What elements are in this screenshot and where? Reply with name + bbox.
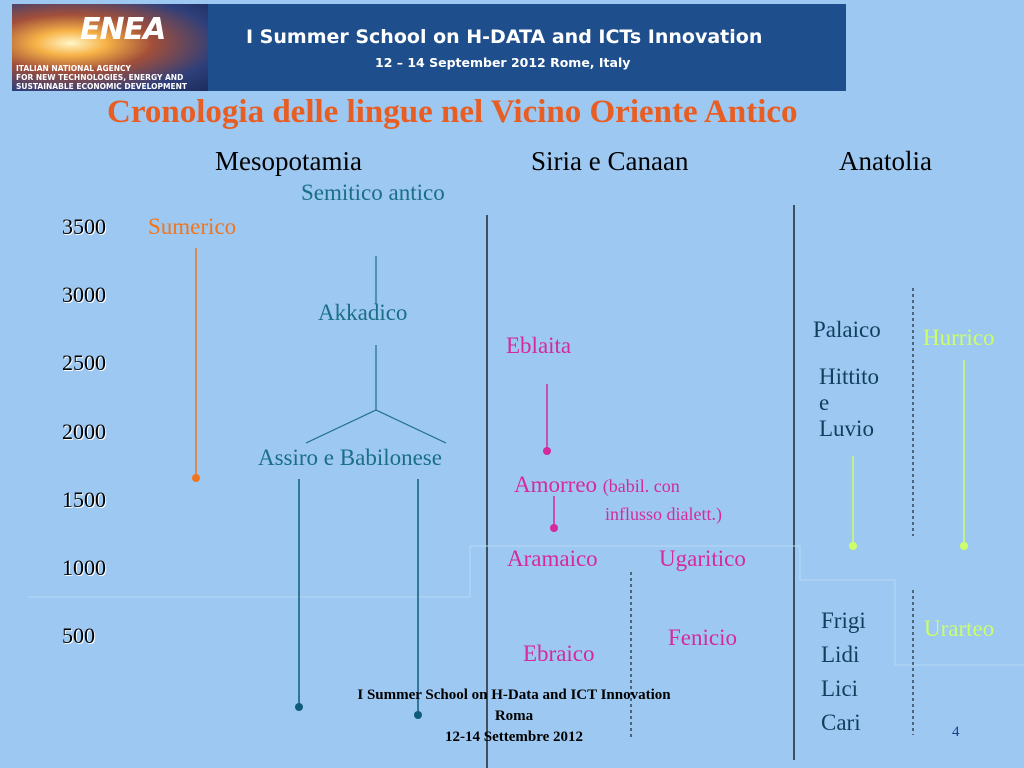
logo-subtitle-2: FOR NEW TECHNOLOGIES, ENERGY AND	[16, 73, 184, 82]
label-amorreo: Amorreo (babil. con	[514, 472, 680, 498]
label-frigi: Frigi	[821, 608, 866, 633]
year-label: 2000	[62, 419, 106, 444]
amorreo-note: (babil. con	[602, 476, 680, 496]
header-banner: ENEA ITALIAN NATIONAL AGENCY FOR NEW TEC…	[12, 4, 846, 91]
label-frigi-group: Frigi Lidi Lici Cari	[821, 604, 866, 740]
label-palaico: Palaico	[813, 317, 881, 342]
label-lici: Lici	[821, 676, 859, 701]
akkadico-branch-left	[305, 409, 377, 444]
babilonese-end-dot	[414, 711, 422, 719]
slide-footer: I Summer School on H-Data and ICT Innova…	[310, 685, 718, 748]
label-hurrico: Hurrico	[923, 325, 995, 350]
label-urarteo: Urarteo	[924, 616, 995, 641]
eblaita-end-dot	[543, 447, 551, 455]
label-hittito: Hittito	[819, 364, 880, 389]
amorreo-end-dot	[550, 524, 558, 532]
label-sumerico: Sumerico	[148, 214, 237, 239]
akkadico-branch-right	[375, 409, 447, 444]
year-label: 1000	[62, 555, 106, 580]
year-label: 500	[62, 623, 95, 648]
region-mesopotamia: Mesopotamia	[215, 146, 362, 176]
banner-title: I Summer School on H-DATA and ICTs Innov…	[246, 26, 763, 48]
hurrico-end-dot	[960, 542, 968, 550]
logo-subtitle-1: ITALIAN NATIONAL AGENCY	[16, 64, 131, 73]
label-hittito-luvio: Hittito e Luvio	[819, 360, 879, 446]
year-label: 3500	[62, 214, 106, 239]
label-amorreo-note-2: influsso dialett.)	[605, 504, 722, 524]
label-e: e	[819, 390, 830, 415]
logo-subtitle-3: SUSTAINABLE ECONOMIC DEVELOPMENT	[16, 82, 187, 91]
label-assiro-babilonese: Assiro e Babilonese	[258, 445, 442, 470]
sumerico-end-dot	[192, 474, 200, 482]
label-fenicio: Fenicio	[668, 625, 737, 650]
era-boundary-line	[28, 545, 1024, 666]
region-anatolia: Anatolia	[839, 146, 932, 176]
label-eblaita: Eblaita	[506, 333, 572, 358]
label-ugaritico: Ugaritico	[659, 546, 746, 571]
footer-line-1: I Summer School on H-Data and ICT Innova…	[357, 687, 671, 703]
year-label: 2500	[62, 350, 106, 375]
label-semitico-antico: Semitico antico	[301, 180, 445, 205]
slide-title: Cronologia delle lingue nel Vicino Orien…	[107, 94, 798, 130]
year-label: 1500	[62, 487, 106, 512]
region-siria-canaan: Siria e Canaan	[531, 146, 689, 176]
banner-subtitle: 12 – 14 September 2012 Rome, Italy	[375, 55, 631, 70]
label-cari: Cari	[821, 710, 861, 735]
label-luvio: Luvio	[819, 416, 874, 441]
year-label: 3000	[62, 282, 106, 307]
label-aramaico: Aramaico	[507, 546, 598, 571]
page-number: 4	[952, 724, 960, 740]
label-akkadico: Akkadico	[318, 300, 408, 325]
label-lidi: Lidi	[821, 642, 860, 667]
footer-line-3: 12-14 Settembre 2012	[444, 729, 584, 745]
label-ebraico: Ebraico	[523, 641, 595, 666]
amorreo-name: Amorreo	[514, 472, 598, 497]
hittito-end-dot	[849, 542, 857, 550]
footer-line-2: Roma	[494, 708, 534, 724]
logo-wordmark: ENEA	[80, 12, 166, 47]
assiro-end-dot	[295, 703, 303, 711]
enea-logo: ENEA ITALIAN NATIONAL AGENCY FOR NEW TEC…	[12, 4, 208, 91]
